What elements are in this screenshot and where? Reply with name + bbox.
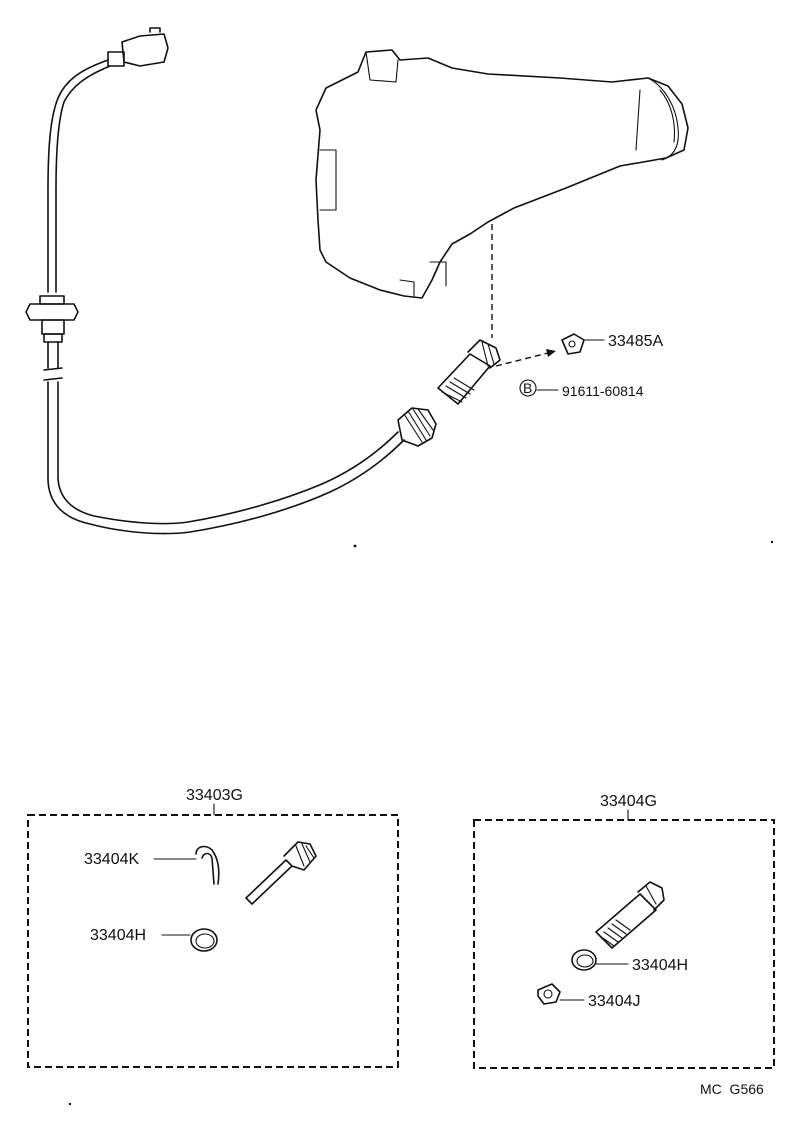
sleeve-part-right	[595, 881, 665, 949]
diagram-code: MC G566	[700, 1081, 764, 1097]
bushing-part	[561, 333, 585, 355]
stray-mark	[353, 544, 357, 548]
stray-mark	[68, 1102, 72, 1106]
arrow-head	[546, 349, 556, 357]
driven-gear-sleeve	[437, 339, 501, 405]
driven-gear-part	[245, 841, 317, 905]
kit-box-right	[473, 809, 775, 1069]
oring-part-right	[571, 949, 597, 971]
kit-title-left: 33403G	[186, 787, 243, 804]
part-label-33485A: 33485A	[608, 333, 663, 350]
stray-mark	[770, 540, 774, 544]
part-label-33404H-left: 33404H	[90, 927, 146, 944]
kit-box-left	[27, 803, 399, 1068]
bolt-marker: B	[523, 380, 532, 396]
part-label-33404H-right: 33404H	[632, 957, 688, 974]
bolt-marker-circle	[519, 379, 537, 397]
alignment-line-bushing	[495, 351, 553, 367]
part-label-bolt: 91611-60814	[562, 383, 644, 399]
transmission-housing	[315, 49, 689, 299]
part-label-33404K: 33404K	[84, 851, 139, 868]
oring-inner-right	[576, 954, 594, 968]
kit-title-right: 33404G	[600, 793, 657, 810]
speedometer-cable	[25, 27, 437, 535]
oring-part-left	[190, 928, 218, 952]
clip-part	[195, 845, 220, 885]
part-label-33404J: 33404J	[588, 993, 641, 1010]
oring-inner-left	[195, 933, 215, 949]
cap-part	[537, 983, 561, 1005]
